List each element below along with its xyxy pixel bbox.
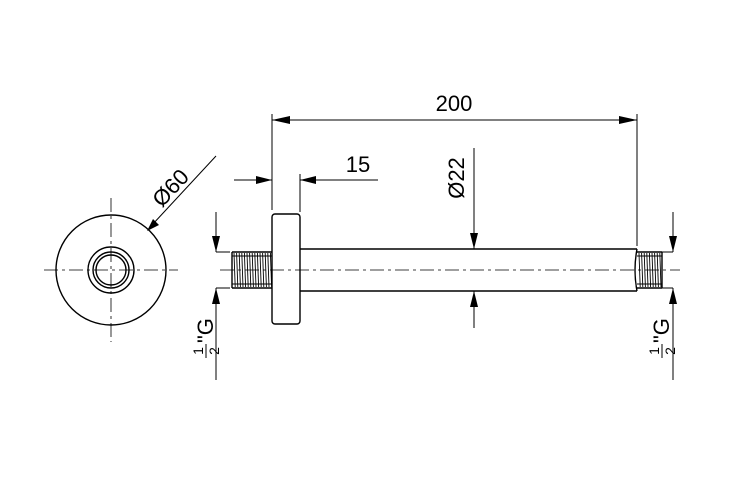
dimension-right-thread: 1 2 "G: [646, 212, 678, 380]
dimension-flange-thickness: 15: [234, 152, 378, 212]
thread-outer-circle: [87, 246, 135, 294]
flange-diameter-arrow: [147, 219, 159, 231]
svg-text:2: 2: [206, 347, 222, 355]
tube-body: [300, 248, 638, 292]
thread-inner-circle: [92, 251, 130, 289]
dimension-overall-length: 200: [271, 91, 638, 246]
dimension-tube-diameter: Ø22: [444, 148, 478, 328]
flange-outer-circle: [55, 214, 167, 326]
flange-body: [271, 213, 301, 325]
right-thread: [637, 251, 663, 289]
bore-circle: [95, 254, 127, 286]
svg-text:"G: "G: [649, 318, 674, 343]
flange-diameter-leader: [151, 155, 217, 226]
left-thread-label: 1 2 "G: [190, 318, 222, 358]
svg-text:1: 1: [190, 347, 206, 355]
side-view: [220, 213, 680, 325]
svg-text:2: 2: [662, 347, 678, 355]
end-view: Ø60: [44, 155, 217, 342]
left-thread: [231, 251, 273, 289]
overall-length-label: 200: [436, 91, 473, 116]
flange-thickness-label: 15: [346, 152, 370, 177]
svg-text:1: 1: [646, 347, 662, 355]
dimension-left-thread: 1 2 "G: [190, 212, 230, 380]
flange-diameter-label: Ø60: [147, 164, 194, 211]
tube-diameter-label: Ø22: [444, 157, 469, 199]
svg-text:"G: "G: [193, 318, 218, 343]
right-thread-label: 1 2 "G: [646, 318, 678, 358]
